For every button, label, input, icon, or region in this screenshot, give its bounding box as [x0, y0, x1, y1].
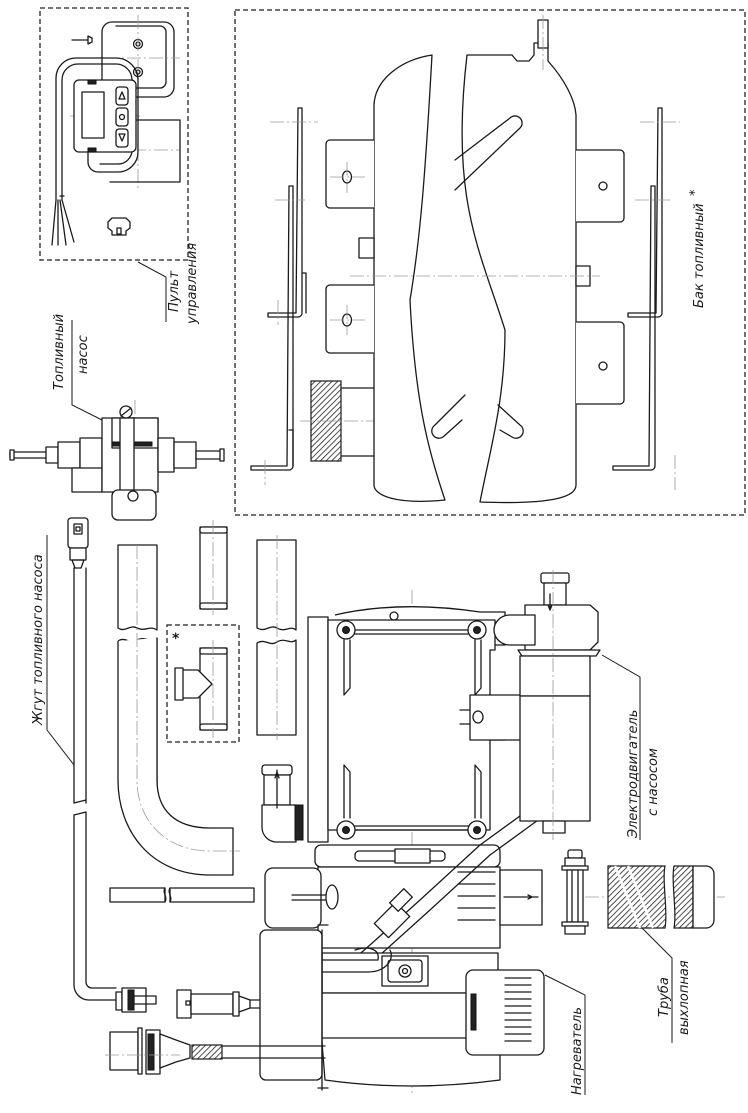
cable-wires — [51, 195, 75, 246]
harness-leader — [46, 535, 75, 766]
down-button[interactable] — [115, 128, 129, 148]
control-panel-leader — [137, 261, 167, 322]
hose-connector — [199, 526, 228, 610]
electric-motor-group: Электродвигатель с насосом — [493, 570, 661, 840]
heater-label: Нагреватель — [570, 1007, 585, 1095]
exhaust-leader — [641, 927, 673, 1043]
harness-connector-top — [67, 517, 89, 549]
power-connector — [105, 1027, 326, 1075]
exhaust-label-line1: Труба — [657, 977, 672, 1017]
control-panel-group: Пульт управления — [39, 7, 200, 325]
exhaust-clamp — [561, 849, 589, 935]
motor-label-line2: с насосом — [646, 748, 661, 816]
corner-bolt-icon — [467, 620, 487, 640]
fuel-pump-group: Топливный насос — [9, 314, 225, 521]
heater-elbow-fitting — [261, 764, 304, 843]
heater-base — [317, 992, 501, 1087]
control-panel-label-line1: Пульт — [167, 271, 182, 312]
fuel-pump-harness-group: Жгут топливного насоса — [31, 517, 324, 1019]
tank-mount-tab — [325, 139, 374, 209]
hose-straight-1 — [117, 544, 158, 631]
fuel-pump-label-line1: Топливный — [52, 314, 67, 390]
motor-pump-head — [524, 604, 599, 651]
heater-fan-cover — [264, 867, 322, 929]
down-arrow-icon — [118, 133, 126, 142]
tank-bracket — [612, 185, 656, 471]
harness-cable — [73, 567, 87, 804]
tank-mount-tab — [576, 149, 625, 223]
corner-bolt-icon — [336, 620, 356, 640]
electric-motor-body — [519, 695, 591, 822]
fuel-pump-label-line2: насос — [76, 335, 91, 374]
up-arrow-icon — [118, 91, 126, 100]
tank-bracket — [267, 107, 303, 318]
fuel-tank-boundary — [234, 9, 746, 516]
tank-bracket — [627, 107, 663, 318]
corner-bolt-icon — [467, 820, 487, 840]
fuel-line-connector — [373, 888, 413, 939]
exhaust-pipe — [607, 865, 715, 929]
panel-connector — [107, 217, 131, 236]
corner-bolt-icon — [336, 820, 356, 840]
pump-mount-tab — [111, 489, 157, 521]
hoses-group: * — [109, 520, 297, 903]
fuel-tank-label: Бак топливный — [692, 203, 707, 308]
fuel-tank-group: Бак топливный * — [234, 9, 746, 516]
fuel-pump-leader — [71, 320, 103, 421]
harness-connector-bottom — [115, 987, 157, 1013]
tank-slot — [431, 394, 466, 439]
tank-body-right — [461, 42, 577, 504]
motor-leader — [601, 654, 641, 840]
tank-mount-tab — [325, 284, 374, 354]
control-panel-label-line2: управления — [185, 243, 200, 325]
hose-elbow — [117, 638, 234, 876]
tee-optional-mark: * — [172, 631, 180, 647]
hose-straight-2 — [256, 539, 297, 631]
heater-leader — [544, 974, 586, 1095]
control-panel-body — [73, 79, 137, 153]
tank-slot — [454, 115, 523, 191]
pump-inlet-pipe — [9, 451, 49, 459]
small-tube — [109, 887, 166, 903]
pump-outlet-pipe — [195, 450, 223, 460]
ok-button[interactable] — [115, 107, 129, 127]
exhaust-group: Труба выхлопная — [561, 849, 725, 1043]
mounting-bracket — [101, 21, 175, 98]
exhaust-label-line2: выхлопная — [677, 960, 692, 1035]
ok-circle-icon — [118, 113, 126, 121]
heater-group: Нагреватель — [105, 590, 586, 1095]
up-button[interactable] — [115, 86, 129, 106]
harness-label: Жгут топливного насоса — [31, 554, 46, 726]
tank-bracket — [250, 185, 294, 471]
tee-fitting — [174, 640, 228, 738]
control-panel-display — [81, 91, 105, 139]
motor-upper-body — [519, 655, 591, 697]
fuel-tank-optional-mark: * — [688, 189, 703, 196]
screw-icon — [71, 35, 93, 45]
tee-fitting-boundary — [166, 624, 240, 743]
motor-label-line1: Электродвигатель — [626, 710, 641, 839]
tank-body-left — [373, 54, 446, 502]
control-panel-boundary — [39, 7, 189, 261]
